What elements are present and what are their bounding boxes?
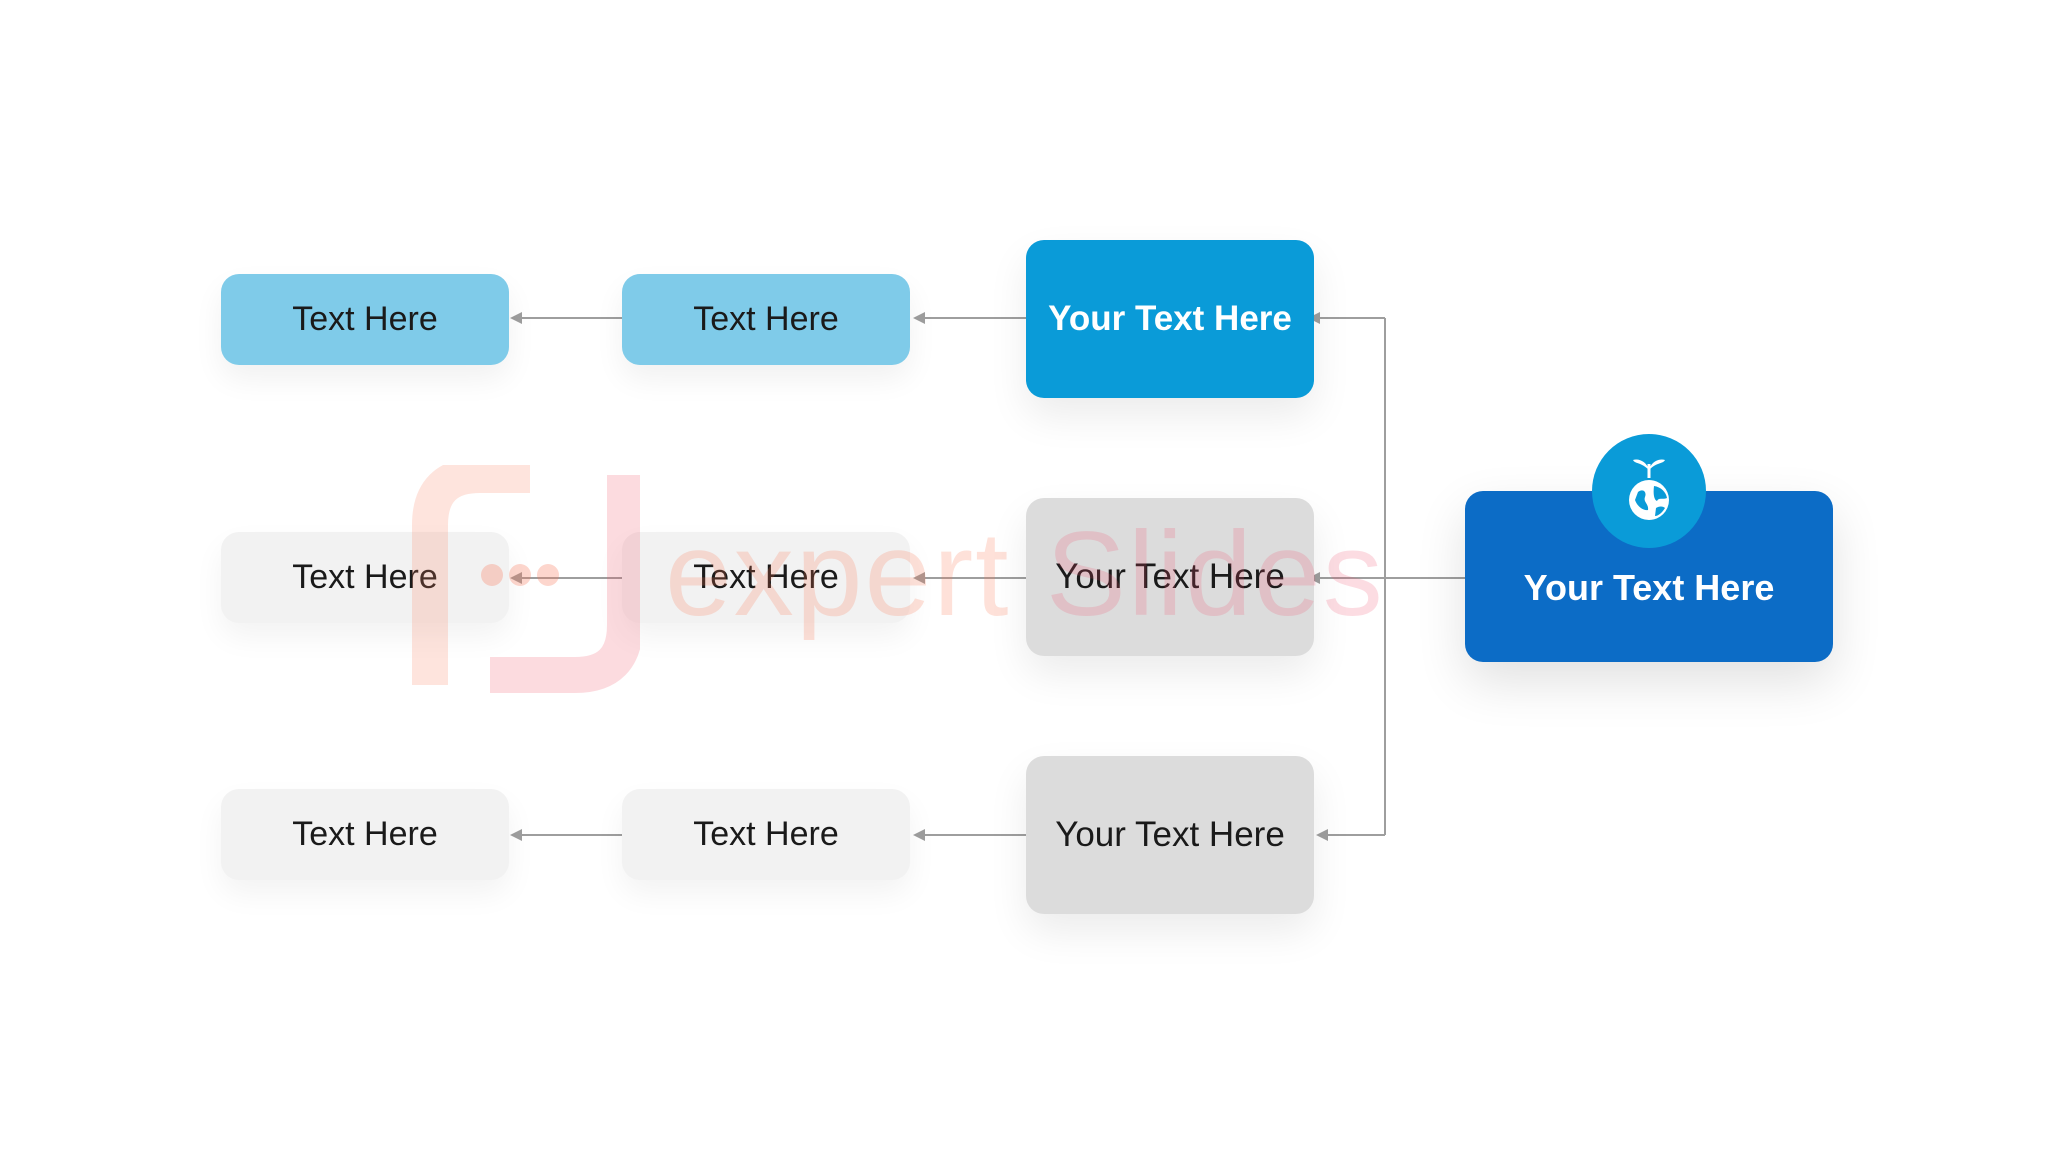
branch-1-level2-box: Text Here [622, 274, 910, 365]
branch-1-level1-box: Your Text Here [1026, 240, 1314, 398]
branch-2-level3-box: Text Here [221, 532, 509, 623]
connector-main-bus [1384, 318, 1465, 835]
main-node-badge [1592, 434, 1706, 548]
globe-plant-icon [1629, 459, 1669, 520]
branch-2-level2-box: Text Here [622, 532, 910, 623]
branch-3-level3-box: Text Here [221, 789, 509, 880]
branch-1-level3-box: Text Here [221, 274, 509, 365]
branch-2-level1-box: Your Text Here [1026, 498, 1314, 656]
branch-3-level2-box: Text Here [622, 789, 910, 880]
branch-3-level1-box: Your Text Here [1026, 756, 1314, 914]
